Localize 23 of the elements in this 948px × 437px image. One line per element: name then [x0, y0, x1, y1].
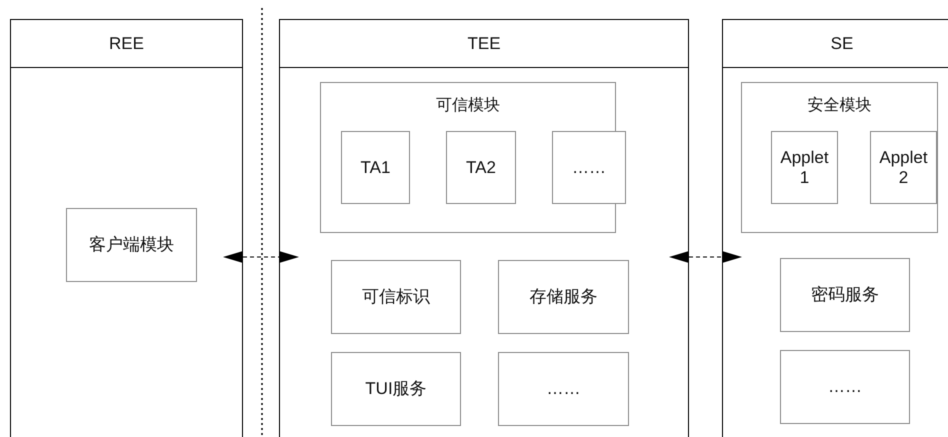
- module-box: 密码服务: [780, 258, 910, 332]
- module-box: 存储服务: [498, 260, 629, 334]
- column-header: REE: [11, 20, 242, 68]
- module-box: TUI服务: [331, 352, 461, 426]
- group-title: 安全模块: [806, 96, 872, 116]
- module-box: Applet 2: [870, 131, 937, 204]
- module-box: ……: [498, 352, 629, 426]
- column-panel: [10, 19, 243, 437]
- module-box: Applet 1: [771, 131, 838, 204]
- module-box: TA2: [446, 131, 516, 204]
- double-arrow: [223, 251, 299, 263]
- module-box: ……: [780, 350, 910, 424]
- module-box: ……: [552, 131, 626, 204]
- module-box: TA1: [341, 131, 410, 204]
- column-panel: [279, 19, 689, 437]
- module-box: 可信标识: [331, 260, 461, 334]
- module-box: 客户端模块: [66, 208, 197, 282]
- column-panel: [722, 19, 948, 437]
- module-group: [741, 82, 938, 233]
- column-header: TEE: [280, 20, 688, 68]
- group-title: 可信模块: [435, 96, 501, 116]
- double-arrow: [669, 251, 742, 263]
- column-header: SE: [723, 20, 948, 68]
